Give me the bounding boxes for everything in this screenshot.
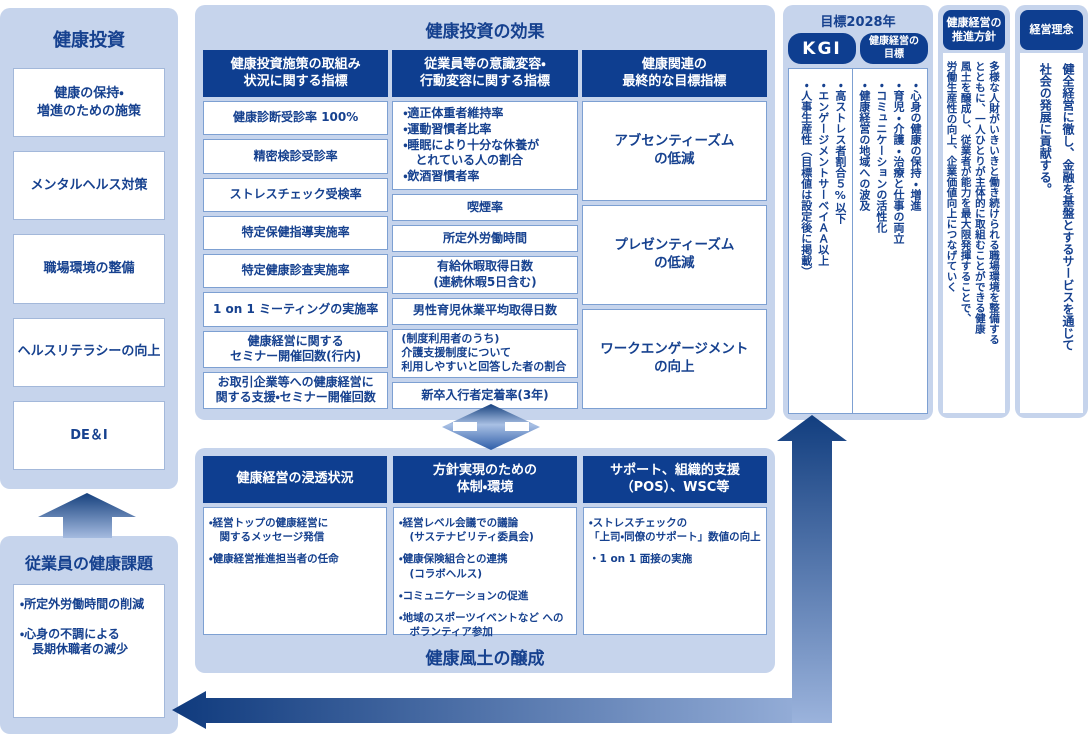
foundation-bullet: ・地域のスポーツイベントなど への ボランティア参加: [399, 611, 564, 639]
management-goal-items: ・心身の健康の保持・増進 ・育児・介護・治療と仕事の両立 ・コミュニケーションの…: [857, 79, 922, 244]
foundation-bullet-list: ・経営レベル会議での議論 (サステナビリティ委員会) ・健康保険組合との連携 (…: [393, 507, 577, 638]
indicator-box: ・適正体重者維持率 ・運動習慣者比率 ・睡眠により十分な休養が とれている人の割…: [392, 101, 578, 190]
investment-measure-box: 健康の保持・ 増進のための施策: [13, 68, 165, 138]
indicator-box: 特定健康診査実施率: [203, 254, 389, 289]
investment-effects-panel: 健康投資の効果 健康投資施策の取組み 状況に関する指標 健康診断受診率 100%…: [195, 5, 775, 420]
indicator-list: アブセンティーズム の低減 プレゼンティーズム の低減 ワークエンゲージメント …: [581, 101, 767, 409]
goal-2028-title: 目標2028年: [820, 15, 896, 30]
effects-columns: 健康投資施策の取組み 状況に関する指標 健康診断受診率 100% 精密検診受診率…: [203, 50, 767, 409]
investment-effects-title: 健康投資の効果: [425, 22, 545, 42]
foundation-bullet: ・健康保険組合との連携 (コラボヘルス): [399, 553, 508, 580]
employee-health-issues-panel: 従業員の健康課題 ・所定外労働時間の削減 ・心身の不調による 長期休職者の減少: [0, 536, 178, 734]
effects-column-initiatives: 健康投資施策の取組み 状況に関する指標 健康診断受診率 100% 精密検診受診率…: [203, 50, 389, 409]
kgi-items: ・高ストレス者割合５%以下 ・エンゲージメントサーベイＡＡ以上 ・人事生産性（目…: [789, 69, 853, 413]
indicator-box: 新卒入行者定着率(3年): [392, 381, 578, 409]
foundation-bullet: ・健康経営推進担当者の任命: [209, 553, 339, 566]
indicator-list: 健康診断受診率 100% 精密検診受診率 ストレスチェック受検率 特定保健指導実…: [203, 101, 389, 409]
indicator-list: ・適正体重者維持率 ・運動習慣者比率 ・睡眠により十分な休養が とれている人の割…: [392, 101, 578, 409]
investment-measures-list: 健康の保持・ 増進のための施策 メンタルヘルス対策 職場環境の整備 ヘルスリテラ…: [13, 68, 165, 471]
indicator-box: 1 on 1 ミーティングの実施率: [203, 292, 389, 327]
foundation-column-support: サポート、組織的支援 （POS）、WSC等 ・ストレスチェックの 「上司・同僚の…: [583, 456, 767, 635]
health-issue-item: ・所定外労働時間の削減: [20, 597, 145, 611]
indicator-box: 健康経営に関する セミナー開催回数(行内): [203, 330, 389, 368]
promotion-policy-text: 多様な人財がいきいきと働き続けられる職場環境を整備する とともに、一人ひとりが主…: [943, 53, 1005, 413]
indicator-box: (制度利用者のうち) 介護支援制度について 利用しやすいと回答した者の割合: [392, 328, 578, 378]
foundation-bullet: ・コミュニケーションの促進: [399, 589, 529, 602]
management-philosophy-text: 健全経営に徹し、金融を基盤とするサービスを通じて 社会の発展に貢献する。: [1020, 53, 1083, 413]
foundation-bullet-list: ・ストレスチェックの 「上司・同僚のサポート」数値の向上 ・1 on 1 面接の…: [583, 507, 767, 635]
indicator-box: 喫煙率: [392, 193, 578, 222]
indicator-box: ワークエンゲージメント の向上: [581, 309, 767, 409]
column-header: 方針実現のための 体制・環境: [393, 456, 577, 503]
employee-health-issues-title: 従業員の健康課題: [24, 554, 153, 573]
foundation-column-structure: 方針実現のための 体制・環境 ・経営レベル会議での議論 (サステナビリティ委員会…: [393, 456, 577, 638]
investment-measure-box: 職場環境の整備: [13, 234, 165, 304]
management-philosophy-panel: 経営理念 健全経営に徹し、金融を基盤とするサービスを通じて 社会の発展に貢献する…: [1015, 5, 1088, 418]
health-issue-item: ・心身の不調による 長期休職者の減少: [20, 626, 129, 657]
indicator-box: 有給休暇取得日数 (連続休暇5日含む): [392, 256, 578, 294]
indicator-box: 特定保健指導実施率: [203, 215, 389, 251]
health-investment-panel: 健康投資 健康の保持・ 増進のための施策 メンタルヘルス対策 職場環境の整備 ヘ…: [0, 8, 178, 489]
investment-measure-box: ヘルスリテラシーの向上: [13, 317, 165, 387]
foundation-bullet: ・ストレスチェックの 「上司・同僚のサポート」数値の向上: [589, 517, 761, 544]
goal-body: ・高ストレス者割合５%以下 ・エンゲージメントサーベイＡＡ以上 ・人事生産性（目…: [788, 68, 928, 414]
employee-health-issues-box: ・所定外労働時間の削減 ・心身の不調による 長期休職者の減少: [13, 584, 165, 718]
health-culture-footer: 健康風土の醸成: [425, 649, 545, 669]
column-header: 健康関連の 最終的な目標指標: [581, 50, 767, 97]
column-header: サポート、組織的支援 （POS）、WSC等: [583, 456, 767, 503]
column-header: 健康投資施策の取組み 状況に関する指標: [203, 50, 389, 97]
effects-column-final-targets: 健康関連の 最終的な目標指標 アブセンティーズム の低減 プレゼンティーズム の…: [581, 50, 767, 409]
up-arrow: [38, 493, 136, 538]
foundation-bullet: ・経営トップの健康経営に 関するメッセージ発信: [209, 517, 329, 544]
goal-2028-panel: 目標2028年 KGI 健康経営の 目標 ・高ストレス者割合５%以下 ・エンゲー…: [783, 5, 933, 420]
investment-measure-box: メンタルヘルス対策: [13, 151, 165, 221]
indicator-box: プレゼンティーズム の低減: [581, 205, 767, 305]
indicator-box: アブセンティーズム の低減: [581, 101, 767, 201]
indicator-box: 精密検診受診率: [203, 139, 389, 174]
foundation-bullet: ・経営レベル会議での議論 (サステナビリティ委員会): [399, 517, 534, 544]
management-goals-header: 健康経営の 目標: [860, 33, 928, 64]
indicator-box: ストレスチェック受検率: [203, 177, 389, 212]
management-philosophy-header: 経営理念: [1020, 10, 1083, 50]
health-investment-title: 健康投資: [53, 30, 125, 51]
effects-column-behavior-change: 従業員等の意識変容・ 行動変容に関する指標 ・適正体重者維持率 ・運動習慣者比率…: [392, 50, 578, 409]
promotion-policy-panel: 健康経営の 推進方針 多様な人財がいきいきと働き続けられる職場環境を整備する と…: [938, 5, 1010, 418]
column-header: 健康経営の浸透状況: [203, 456, 387, 503]
goal-headers: KGI 健康経営の 目標: [788, 33, 928, 64]
promotion-policy-header: 健康経営の 推進方針: [943, 10, 1005, 50]
foundation-bullet: ・1 on 1 面接の実施: [589, 553, 693, 566]
health-culture-panel: 健康経営の浸透状況 ・経営トップの健康経営に 関するメッセージ発信 ・健康経営推…: [195, 448, 775, 673]
foundation-column-penetration: 健康経営の浸透状況 ・経営トップの健康経営に 関するメッセージ発信 ・健康経営推…: [203, 456, 387, 635]
column-header: 従業員等の意識変容・ 行動変容に関する指標: [392, 50, 578, 97]
indicator-box: 男性育児休業平均取得日数: [392, 297, 578, 325]
investment-measure-box: DE＆I: [13, 400, 165, 471]
indicator-box: お取引企業等への健康経営に 関する支援・セミナー開催回数: [203, 371, 389, 409]
indicator-box: 健康診断受診率 100%: [203, 101, 389, 136]
foundation-bullet-list: ・経営トップの健康経営に 関するメッセージ発信 ・健康経営推進担当者の任命: [203, 507, 387, 635]
indicator-box: 所定外労働時間: [392, 225, 578, 253]
kgi-header: KGI: [788, 33, 856, 64]
foundation-columns: 健康経営の浸透状況 ・経営トップの健康経営に 関するメッセージ発信 ・健康経営推…: [203, 456, 767, 638]
